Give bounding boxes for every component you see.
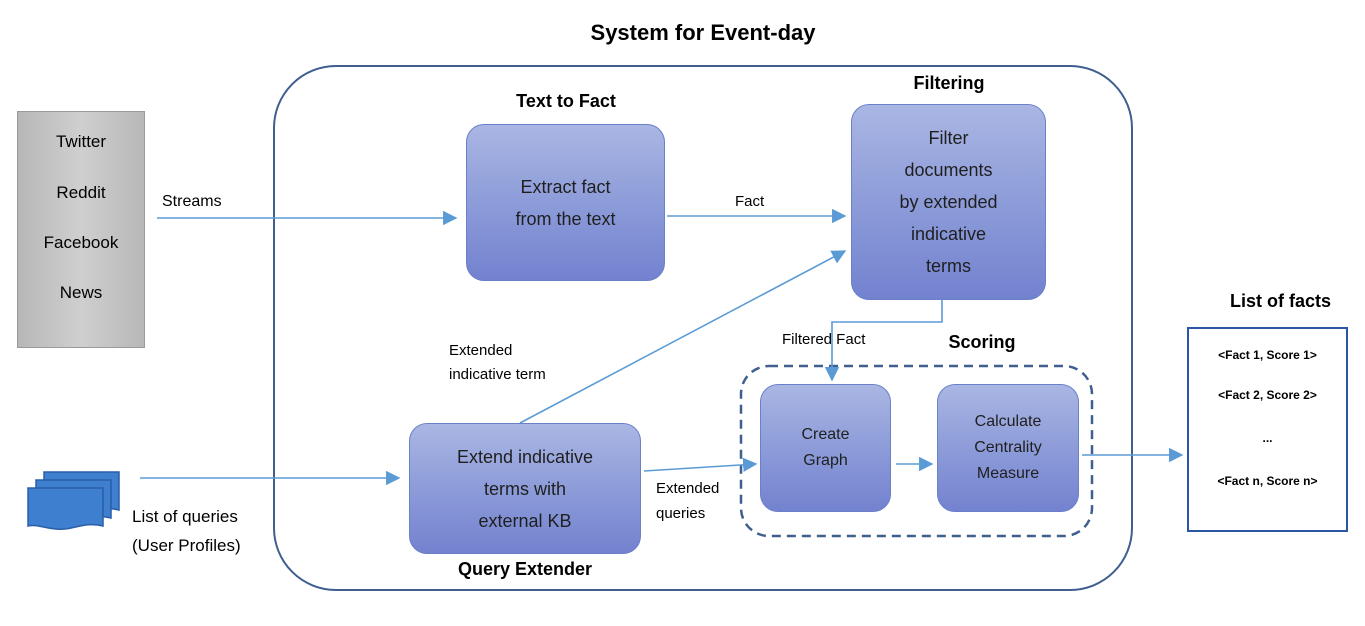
filtering-line1: Filter <box>928 128 969 148</box>
centrality-box: Calculate Centrality Measure <box>937 384 1079 512</box>
filtering-box: Filter documents by extended indicative … <box>851 104 1046 300</box>
fact-list-item-4: <Fact n, Score n> <box>1217 474 1318 488</box>
query-extender-line2: terms with <box>483 478 566 499</box>
centrality-line2: Centrality <box>974 439 1042 456</box>
text-to-fact-box: Extract fact from the text <box>466 124 665 281</box>
fact-list-box: <Fact 1, Score 1> <Fact 2, Score 2> ... … <box>1187 327 1348 532</box>
edge-label-extended-term-2: indicative term <box>449 366 546 383</box>
filtering-heading: Filtering <box>913 73 985 93</box>
source-reddit: Reddit <box>56 183 106 202</box>
fact-list-item-2: <Fact 2, Score 2> <box>1218 388 1317 402</box>
scoring-group <box>739 364 1094 538</box>
text-to-fact-line2: from the text <box>515 208 616 229</box>
edge-extended-term <box>519 250 847 424</box>
query-extender-box: Extend indicative terms with external KB <box>409 423 641 554</box>
sources-box: Twitter Reddit Facebook News <box>17 111 145 348</box>
edge-label-fact: Fact <box>735 193 765 210</box>
create-graph-box: Create Graph <box>760 384 891 512</box>
system-container <box>273 65 1133 591</box>
text-to-fact-line1: Extract fact <box>520 176 611 197</box>
edge-label-extended-queries-2: queries <box>656 505 706 522</box>
create-graph-line2: Graph <box>803 452 848 469</box>
edge-extended-queries <box>643 457 758 472</box>
create-graph-line1: Create <box>801 426 850 443</box>
queries-label-line2: (User Profiles) <box>132 536 241 555</box>
query-extender-line3: external KB <box>478 510 572 531</box>
edge-filtered-fact <box>824 300 943 382</box>
filtering-line3: by extended <box>899 192 998 212</box>
edge-label-extended-queries-1: Extended <box>656 480 720 497</box>
output-heading: List of facts <box>1229 291 1331 311</box>
edge-label-streams: Streams <box>162 193 222 210</box>
fact-list-item-3: ... <box>1262 431 1273 445</box>
filtering-line5: terms <box>925 256 971 276</box>
query-extender-line1: Extend indicative <box>456 446 594 467</box>
edge-label-extended-term-1: Extended <box>449 342 513 359</box>
page-title: System for Event-day <box>590 20 816 45</box>
source-twitter: Twitter <box>55 132 107 151</box>
filtering-line2: documents <box>904 160 993 180</box>
document-stack-icon <box>27 471 120 530</box>
centrality-line1: Calculate <box>974 413 1042 430</box>
source-news: News <box>59 283 103 302</box>
query-extender-heading: Query Extender <box>457 559 593 579</box>
fact-list-item-1: <Fact 1, Score 1> <box>1218 348 1317 362</box>
queries-label-line1: List of queries <box>132 507 238 526</box>
scoring-heading: Scoring <box>948 332 1016 352</box>
edge-label-filtered-fact: Filtered Fact <box>782 331 866 348</box>
centrality-line3: Measure <box>976 465 1040 482</box>
text-to-fact-heading: Text to Fact <box>516 91 616 111</box>
source-facebook: Facebook <box>43 233 119 252</box>
filtering-line4: indicative <box>910 224 987 244</box>
